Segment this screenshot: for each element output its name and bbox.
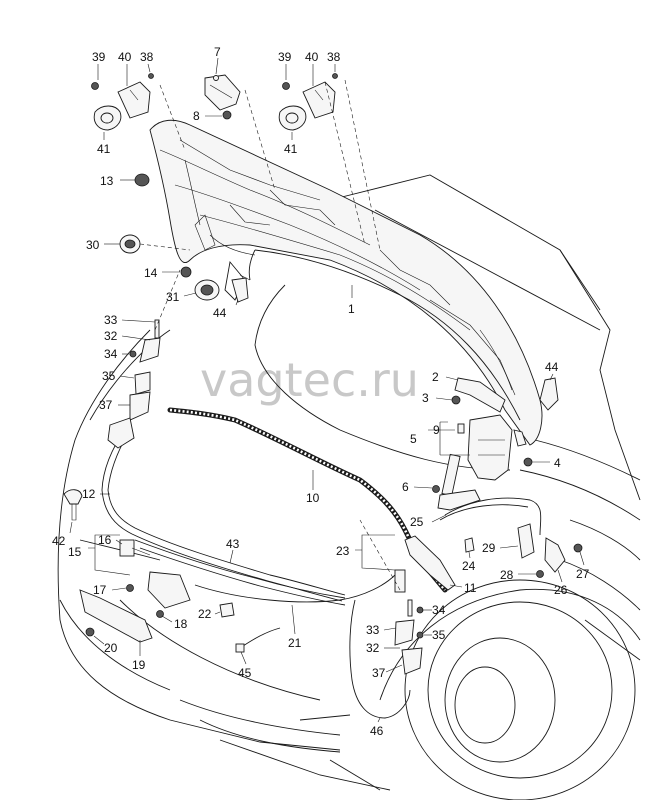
callout-15: 15 [68,545,82,559]
callout-13: 13 [100,174,114,188]
hinge-left [91,73,154,131]
hinge-center [204,74,241,120]
car-body [57,174,641,800]
callout-38-left: 38 [140,50,154,64]
callout-26: 26 [554,583,568,597]
latch-bracket-right [394,599,424,675]
callout-44-left: 44 [213,306,227,320]
callout-32-right: 32 [366,641,380,655]
callout-44-right: 44 [545,360,559,374]
callout-40-right: 40 [305,50,319,64]
leader-lines [139,79,401,591]
callout-22: 22 [198,607,212,621]
callout-29: 29 [482,541,496,555]
callout-20: 20 [104,641,118,655]
callout-5: 5 [410,432,417,446]
callout-28: 28 [500,568,514,582]
callout-35-left: 35 [102,369,116,383]
callout-24: 24 [462,559,476,573]
callout-8: 8 [193,109,200,123]
callout-37-left: 37 [99,398,113,412]
callout-23: 23 [336,544,350,558]
callout-40-left: 40 [118,50,132,64]
callout-30: 30 [86,238,100,252]
callout-12: 12 [82,487,96,501]
callout-39-left: 39 [92,50,106,64]
callout-33-left: 33 [104,313,118,327]
callout-11: 11 [464,581,477,595]
callout-3: 3 [422,391,429,405]
callout-25: 25 [410,515,424,529]
callout-41-right: 41 [284,142,298,156]
callout-17: 17 [93,583,107,597]
callout-16: 16 [98,533,112,547]
latch-right [394,489,481,593]
callout-34-right: 34 [432,603,446,617]
callout-39-right: 39 [278,50,292,64]
callout-37-right: 37 [372,666,386,680]
latch-lower-left [63,489,281,653]
callout-33-right: 33 [366,623,380,637]
callout-19: 19 [132,658,146,672]
watermark-text: vagtec.ru [200,353,419,407]
callout-35-right: 35 [432,628,446,642]
callout-14: 14 [144,266,158,280]
callout-2: 2 [432,370,439,384]
hood-seal [167,407,448,593]
callout-27: 27 [576,567,590,581]
pointer-lines [69,57,585,723]
callout-7: 7 [214,45,221,59]
latch-lock-right [517,523,583,578]
callout-46: 46 [370,724,384,738]
hood-strut-right [231,277,559,497]
callout-38-right: 38 [327,50,341,64]
callout-45: 45 [238,666,252,680]
callout-34-left: 34 [104,347,118,361]
bay-outline [254,284,511,471]
callout-1: 1 [348,302,355,316]
callout-6: 6 [402,480,409,494]
callout-43: 43 [226,537,240,551]
callout-21: 21 [288,636,302,650]
hood-panel [149,119,543,446]
release-cables [101,427,542,719]
callout-10: 10 [306,491,320,505]
callout-9: 9 [433,423,440,437]
callout-18: 18 [174,617,188,631]
hinge-right [278,73,338,131]
hood-lower-edge [254,249,521,421]
callout-4: 4 [554,456,561,470]
callout-42: 42 [52,534,66,548]
callout-32-left: 32 [104,329,118,343]
callout-41-left: 41 [97,142,111,156]
bumpers-left [119,173,220,301]
latch-bracket-left [107,319,161,449]
callout-labels: 39 40 38 41 7 8 39 40 38 41 13 30 14 31 … [52,45,590,738]
callout-31: 31 [166,290,180,304]
